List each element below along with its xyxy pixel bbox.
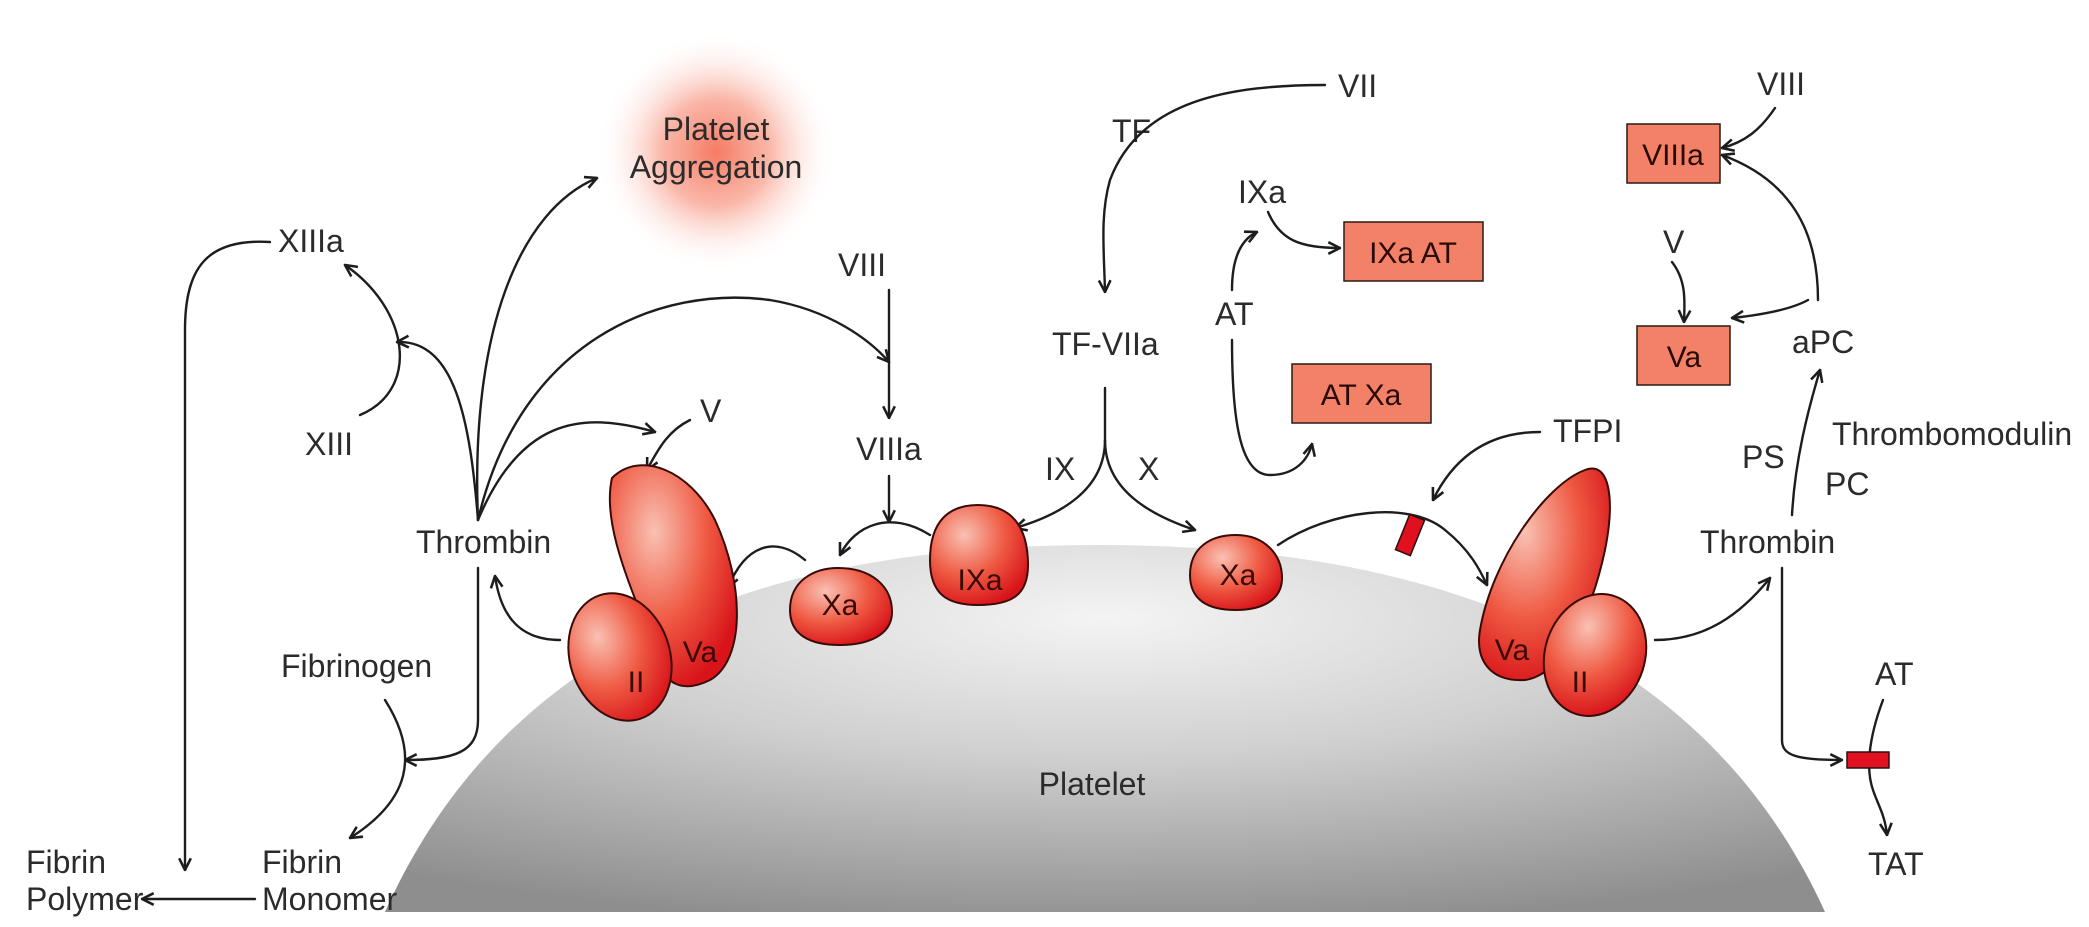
aggregation-label-line2: Aggregation — [630, 149, 803, 185]
arrow-tfviia-to-xa — [1103, 438, 1195, 530]
protein-va-left — [608, 464, 738, 688]
arrow-apc-to-viiia — [1722, 155, 1820, 302]
box-ixa-at — [1343, 221, 1484, 282]
protein-va-left-label: Va — [683, 636, 718, 669]
arrow-at-to-at-xa — [1230, 338, 1312, 477]
tfpi-inhibitor-bar — [1394, 513, 1426, 557]
pc-label: PC — [1825, 466, 1869, 502]
x-label: X — [1138, 451, 1159, 487]
protein-xa-left — [788, 566, 894, 647]
thrombin-right-label: Thrombin — [1700, 524, 1835, 560]
arrow-xiii-to-xiiia — [345, 265, 401, 417]
box-viiia-right — [1626, 123, 1721, 184]
xiiia-label: XIIIa — [278, 223, 344, 259]
at-center-label: AT — [1215, 296, 1254, 332]
arrow-fibrinogen-to-monomer — [350, 698, 407, 838]
arrow-v-right-to-va — [1670, 260, 1685, 322]
arrow-v-to-va — [647, 418, 692, 470]
v-left-label: V — [700, 393, 722, 429]
box-ixa-at-label: IXa AT — [1369, 237, 1457, 270]
protein-ii-left-label: II — [628, 666, 645, 699]
arrow-xa-to-va-right — [1276, 511, 1487, 585]
apc-label: aPC — [1792, 324, 1854, 360]
thrombomodulin-label: Thrombomodulin — [1832, 416, 2072, 452]
viiia-left-label: VIIIa — [856, 431, 922, 467]
platelet-label: Platelet — [1039, 766, 1146, 802]
viii-right-label: VIII — [1757, 66, 1805, 102]
fibrin-polymer-label-1: Fibrin — [26, 844, 106, 880]
ps-label: PS — [1742, 439, 1785, 475]
fibrin-monomer-label-2: Monomer — [262, 881, 398, 917]
fibrin-polymer-label-2: Polymer — [26, 881, 144, 917]
arrow-thrombin-to-va — [476, 421, 655, 522]
protein-ixa — [928, 503, 1030, 607]
aggregation-label-line1: Platelet — [663, 111, 770, 147]
protein-va-right-label: Va — [1495, 634, 1530, 667]
protein-ixa-label: IXa — [957, 564, 1002, 597]
arrow-vii-to-tfviia — [1103, 83, 1327, 292]
xiii-label: XIII — [305, 426, 353, 462]
ixa-free-label: IXa — [1238, 174, 1286, 210]
ix-label: IX — [1045, 451, 1075, 487]
box-viiia-right-label: VIIIa — [1642, 139, 1704, 172]
arrow-tfpi — [1433, 430, 1542, 500]
arrow-thrombin-to-xiii-junction — [397, 342, 480, 522]
box-va-right-label: Va — [1667, 341, 1702, 374]
protein-xa-right — [1188, 533, 1284, 612]
arrow-xiiia-to-polymer — [185, 240, 272, 872]
fibrin-monomer-label-1: Fibrin — [262, 844, 342, 880]
vii-label: VII — [1338, 68, 1377, 104]
arrow-thrombin-to-viiia — [476, 296, 889, 522]
arrow-thrombin-down — [403, 566, 480, 760]
viii-left-label: VIII — [838, 247, 886, 283]
arrow-prothrombin-right-to-thrombin — [1653, 578, 1770, 642]
tfpi-label: TFPI — [1553, 413, 1622, 449]
protein-ii-right-label: II — [1572, 666, 1589, 699]
box-va-right — [1636, 325, 1731, 386]
arrow-at-to-tat — [1867, 698, 1887, 835]
tat-label: TAT — [1868, 846, 1924, 882]
thrombin-left-label: Thrombin — [416, 524, 551, 560]
arrow-thrombin-to-apc — [1790, 370, 1820, 517]
at-inhibitor-bar — [1846, 751, 1890, 769]
box-at-xa-label: AT Xa — [1321, 379, 1402, 412]
protein-ii-left — [567, 592, 673, 722]
fibrinogen-label: Fibrinogen — [281, 648, 432, 684]
arrow-at-to-ixa — [1230, 232, 1257, 292]
arrow-prothrombin-to-thrombin — [495, 576, 562, 642]
arrow-viii-right-to-viiia — [1722, 106, 1777, 148]
protein-ii-right — [1542, 593, 1648, 717]
arrow-ixa-to-ixa-at — [1266, 210, 1342, 248]
box-at-xa — [1291, 363, 1432, 424]
aggregation-glow — [596, 32, 836, 272]
v-right-label: V — [1663, 224, 1685, 260]
protein-xa-left-label: Xa — [822, 589, 859, 622]
arrow-thrombin-to-aggregation — [476, 178, 597, 522]
tf-viia-label: TF-VIIa — [1052, 326, 1159, 362]
platelet-shape — [385, 545, 1825, 912]
arrow-viiia-to-xa — [840, 521, 932, 555]
at-right-label: AT — [1875, 656, 1914, 692]
arrow-thrombin-to-at-complex — [1780, 566, 1844, 760]
arrow-apc-to-va — [1732, 298, 1810, 318]
protein-xa-right-label: Xa — [1220, 559, 1257, 592]
